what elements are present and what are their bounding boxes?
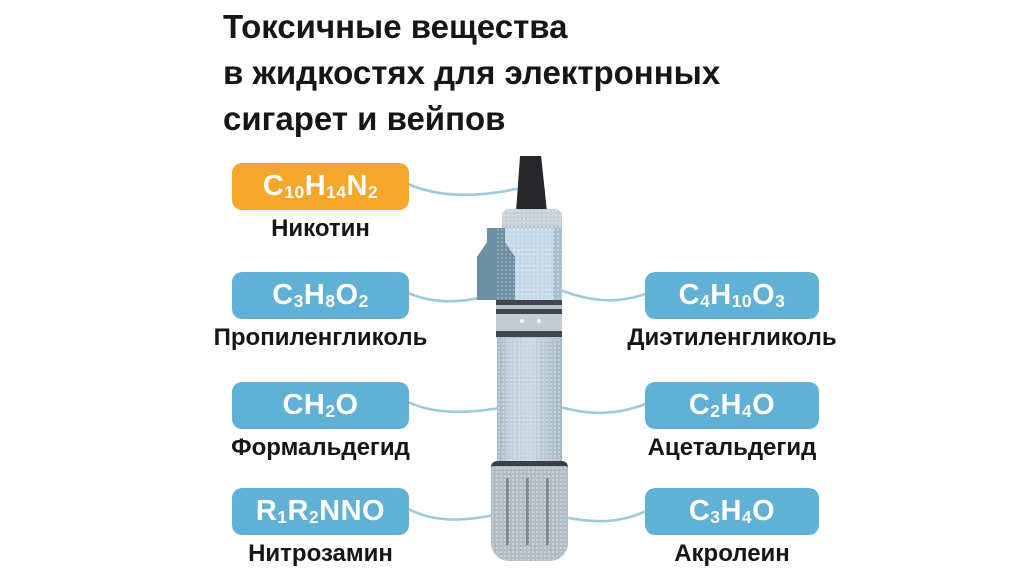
page-title-line-1: Токсичные вещества [223, 8, 568, 45]
page-title-line-2: в жидкостях для электронных [223, 54, 721, 91]
page-title-line-3: сигарет и вейпов [223, 100, 506, 137]
substance-name-acetaldehyde: Ацетальдегид [647, 434, 817, 461]
substance-nitrosamine: R1R2NNO Нитрозамин [232, 488, 409, 567]
substance-propylene-glycol: C3H8O2 Пропиленгликоль [214, 272, 427, 351]
substance-diethylene-glycol: C4H10O3 Диэтиленгликоль [627, 272, 837, 351]
substance-name-nitrosamine: Нитрозамин [248, 540, 393, 567]
substance-name-formaldehyde: Формальдегид [231, 434, 410, 461]
substance-acrolein: C3H4O Акролеин [645, 488, 819, 567]
substance-nicotine: C10H14N2 Никотин [232, 163, 409, 242]
connector-diethylene-glycol-line [558, 288, 650, 302]
formula-text-formaldehyde: CH2O [282, 389, 359, 422]
connector-propylene-glycol-line [406, 290, 502, 303]
formula-text-nitrosamine: R1R2NNO [255, 495, 386, 528]
connector-nitrosamine-line [406, 507, 496, 521]
formula-text-nicotine: C10H14N2 [262, 170, 379, 203]
formula-text-acrolein: C3H4O [688, 495, 776, 528]
formula-badge-propylene-glycol: C3H8O2 [232, 272, 409, 319]
substance-name-acrolein: Акролеин [674, 540, 790, 567]
formula-text-acetaldehyde: C2H4O [688, 389, 776, 422]
formula-badge-nitrosamine: R1R2NNO [232, 488, 409, 535]
formula-text-propylene-glycol: C3H8O2 [272, 279, 369, 312]
formula-badge-diethylene-glycol: C4H10O3 [645, 272, 819, 319]
formula-badge-nicotine: C10H14N2 [232, 163, 409, 210]
connector-acetaldehyde-line [558, 401, 650, 415]
substance-formaldehyde: CH2O Формальдегид [231, 382, 410, 461]
substance-acetaldehyde: C2H4O Ацетальдегид [645, 382, 819, 461]
page-title: Токсичные вещества в жидкостях для элект… [223, 4, 720, 142]
connector-formaldehyde-line [406, 400, 502, 414]
connector-nicotine-line [406, 182, 518, 197]
substance-name-diethylene-glycol: Диэтиленгликоль [627, 324, 837, 351]
formula-text-diethylene-glycol: C4H10O3 [678, 279, 786, 312]
formula-badge-formaldehyde: CH2O [232, 382, 409, 429]
substance-name-propylene-glycol: Пропиленгликоль [213, 324, 428, 351]
formula-badge-acetaldehyde: C2H4O [645, 382, 819, 429]
substance-name-nicotine: Никотин [271, 215, 370, 242]
formula-badge-acrolein: C3H4O [645, 488, 819, 535]
connector-acrolein-line [561, 508, 650, 523]
